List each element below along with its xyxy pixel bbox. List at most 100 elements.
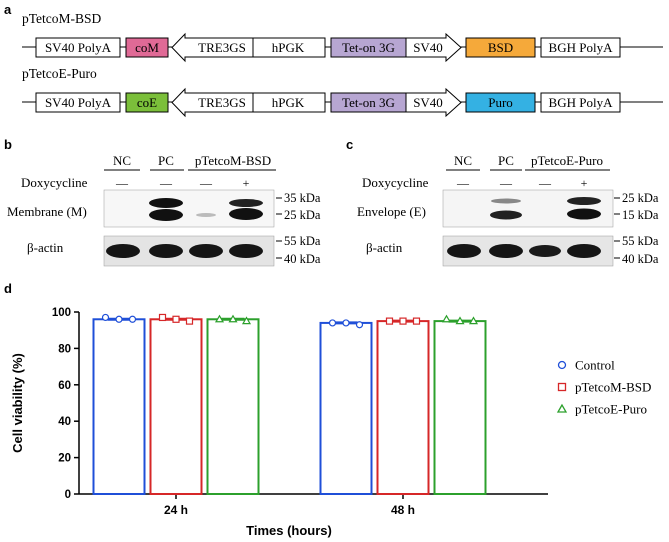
c-envelope-blot [442, 189, 614, 228]
c2-coe-box [125, 92, 169, 113]
chart-legend: Control pTetcoM-BSD pTetcoE-Puro [556, 358, 651, 417]
b-band-dox-35 [229, 199, 263, 207]
y-tick-label: 40 [58, 416, 71, 428]
c1-com-box [125, 37, 169, 58]
c-actin-band-1 [447, 244, 481, 258]
b-dox-lane3: — [199, 176, 213, 190]
x-tick-label: 24 h [164, 503, 188, 517]
c-actin-band-2 [489, 244, 523, 258]
c1-teton-label: Tet-on 3G [342, 40, 395, 55]
data-point [399, 317, 407, 325]
c-dox-lane2: — [499, 176, 513, 190]
panel-b-western-blot: NC PC pTetcoM-BSD Doxycycline — — — + Me… [7, 153, 321, 267]
data-point [342, 319, 350, 327]
y-axis-title: Cell viability (%) [10, 353, 25, 453]
c1-sv40polya-label: SV40 PolyA [45, 40, 112, 55]
c-group-pc: PC [498, 153, 514, 168]
data-point [158, 313, 167, 322]
c-dox-lane1: — [456, 176, 470, 190]
data-point [101, 313, 110, 322]
c2-promoter-arrow [171, 87, 326, 118]
data-point [328, 319, 337, 327]
b-band-dox-25 [229, 208, 263, 220]
legend-label-ptetcom-bsd: pTetcoM-BSD [575, 380, 651, 395]
b-band-pc-35 [149, 198, 183, 208]
c2-sv40-label: SV40 [413, 95, 443, 110]
construct-2: pTetcoE-Puro SV40 PolyA coE TRE3GS hPGK … [22, 66, 663, 118]
bar-control-48h [319, 321, 373, 496]
x-ticks: 24 h 48 h [164, 494, 415, 517]
b-group-nc: NC [113, 153, 131, 168]
c1-tre3gs-label: TRE3GS [198, 40, 246, 55]
data-point [214, 314, 225, 323]
panel-c-label: c [346, 137, 353, 152]
b-row-membrane: Membrane (M) [7, 204, 87, 219]
c-band-pc-15 [490, 210, 522, 220]
c2-puro-label: Puro [488, 95, 513, 110]
c2-sv40polya-box [35, 92, 121, 113]
x-axis-title: Times (hours) [246, 523, 332, 538]
viability-bar-chart: 0 20 40 60 80 100 24 h 48 h Cell viability (%)… [10, 307, 651, 538]
c-band-dox-15 [567, 208, 601, 220]
c2-sv40polya-label: SV40 PolyA [45, 95, 112, 110]
c-row-envelope: Envelope (E) [357, 204, 426, 219]
y-tick-label: 80 [58, 343, 71, 355]
y-tick-label: 60 [58, 380, 71, 392]
data-point [468, 316, 479, 325]
c-group-nc: NC [454, 153, 472, 168]
b-dox-lane2: — [159, 176, 173, 190]
data-point [455, 316, 465, 325]
c2-bghpolya-label: BGH PolyA [549, 95, 614, 110]
y-tick-label: 0 [65, 489, 71, 501]
b-band-pc-25 [149, 209, 183, 221]
data-point [355, 321, 364, 329]
b-actin-band-3 [189, 244, 223, 258]
bar-ptetcom-bsd-24h [149, 318, 203, 495]
construct-2-name: pTetcoE-Puro [22, 66, 97, 81]
c1-hpgk-label: hPGK [272, 40, 305, 55]
bar-ptetcoe-puro-24h [206, 318, 260, 495]
y-ticks: 0 20 40 60 80 100 [52, 307, 79, 501]
c-actin-band-3 [529, 245, 561, 257]
c-band-pc-25 [491, 198, 521, 204]
x-tick-label: 48 h [391, 503, 415, 517]
c1-bsd-label: BSD [488, 40, 513, 55]
legend-marker-ptetcoe-puro [556, 403, 568, 413]
b-actin-band-1 [106, 244, 140, 258]
construct-1: pTetcoM-BSD SV40 PolyA coM TRE3GS hPGK T… [22, 11, 663, 63]
data-point [128, 315, 137, 323]
bars [92, 313, 487, 496]
data-point [185, 317, 194, 325]
bar-ptetcom-bsd-48h [376, 320, 430, 495]
c1-bghpolya-label: BGH PolyA [549, 40, 614, 55]
panel-c-western-blot: NC PC pTetcoE-Puro Doxycycline — — — + E… [357, 153, 659, 267]
panel-d-label: d [4, 281, 12, 296]
b-marker-55: 55 kDa [284, 234, 321, 248]
data-point [441, 314, 452, 323]
y-tick-label: 100 [52, 307, 71, 319]
bar-ptetcoe-puro-48h [433, 320, 487, 495]
b-actin-band-2 [149, 244, 183, 258]
c-dox-lane3: — [538, 176, 552, 190]
c2-teton-box [330, 92, 407, 113]
data-point [241, 316, 252, 325]
c-row-actin: β-actin [366, 240, 403, 255]
c2-coe-label: coE [137, 95, 157, 110]
legend-marker-control [557, 360, 567, 370]
b-dox-lane4: + [243, 176, 250, 190]
data-point [385, 317, 394, 325]
c2-hpgk-label: hPGK [272, 95, 305, 110]
data-point [172, 315, 180, 323]
data-point [412, 317, 421, 325]
c2-tre3gs-label: TRE3GS [198, 95, 246, 110]
c2-puro-box [465, 92, 536, 113]
c1-bsd-box [465, 37, 536, 58]
c1-com-label: coM [135, 40, 159, 55]
b-dox-label: Doxycycline [21, 175, 88, 190]
legend-label-ptetcoe-puro: pTetcoE-Puro [575, 402, 647, 417]
c1-sv40-label: SV40 [413, 40, 443, 55]
c2-bghpolya-box [540, 92, 621, 113]
c2-teton-label: Tet-on 3G [342, 95, 395, 110]
legend-label-control: Control [575, 358, 615, 373]
y-tick-label: 20 [58, 453, 71, 465]
